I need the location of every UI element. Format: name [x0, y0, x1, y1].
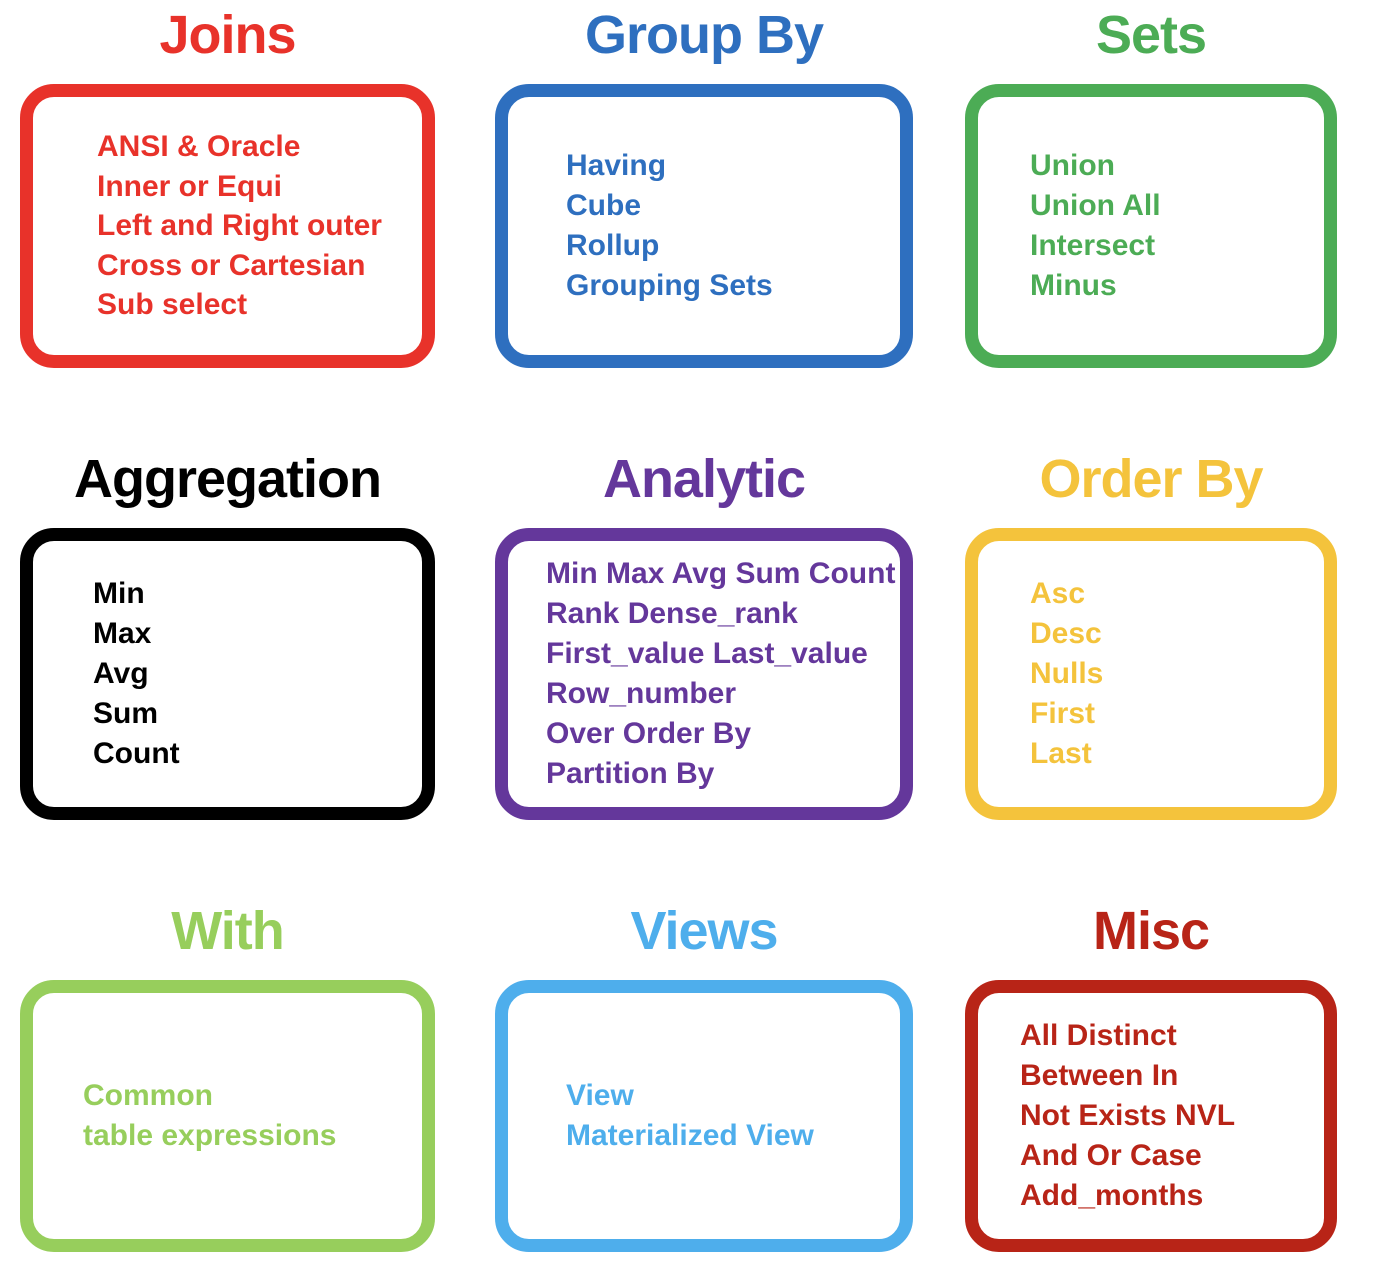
card-box-views: View Materialized View: [495, 980, 913, 1252]
list-item: Common: [83, 1079, 213, 1113]
item-list-analytic: Min Max Avg Sum Count Rank Dense_rank Fi…: [508, 554, 900, 793]
list-item: table expressions: [83, 1119, 337, 1152]
list-item: Asc: [1030, 577, 1086, 611]
card-box-with: Common table expressions: [20, 980, 435, 1252]
card-box-analytic: Min Max Avg Sum Count Rank Dense_rank Fi…: [495, 528, 913, 820]
list-item: Left and Right outer: [97, 209, 382, 243]
card-title-misc: Misc: [1092, 901, 1210, 961]
card-title-views: Views: [630, 901, 778, 961]
list-item: Nulls: [1030, 657, 1104, 691]
list-item: Sum: [93, 696, 159, 730]
card-sets: Sets Union Union All Intersect Minus: [940, 0, 1382, 430]
list-item: Min Max Avg Sum Count: [546, 557, 896, 591]
list-item: Cube: [566, 189, 641, 223]
card-title-group-by: Group By: [584, 5, 824, 65]
list-item: And Or Case: [1020, 1138, 1202, 1172]
item-list-aggregation: Min Max Avg Sum Count: [33, 574, 422, 773]
card-title-sets: Sets: [1095, 5, 1207, 65]
list-item: All Distinct: [1020, 1019, 1177, 1053]
list-item: Over Order By: [546, 716, 752, 750]
card-box-joins: ANSI & Oracle Inner or Equi Left and Rig…: [20, 84, 435, 368]
card-views: Views View Materialized View: [470, 880, 940, 1270]
list-item: ANSI & Oracle: [97, 130, 301, 164]
list-item: Count: [93, 736, 180, 770]
item-list-order-by: Asc Desc Nulls First Last: [978, 574, 1324, 773]
list-item: Union All: [1030, 189, 1161, 223]
list-item: Inner or Equi: [97, 169, 283, 203]
card-order-by: Order By Asc Desc Nulls First Last: [940, 430, 1382, 880]
list-item: Row_number: [546, 677, 737, 710]
card-group-by: Group By Having Cube Rollup Grouping Set…: [470, 0, 940, 430]
card-box-group-by: Having Cube Rollup Grouping Sets: [495, 84, 913, 368]
item-list-group-by: Having Cube Rollup Grouping Sets: [508, 146, 900, 306]
list-item: Min: [93, 577, 145, 611]
card-aggregation: Aggregation Min Max Avg Sum Count: [0, 430, 470, 880]
list-item: Avg: [93, 657, 149, 691]
list-item: First_value Last_value: [546, 637, 868, 671]
item-list-joins: ANSI & Oracle Inner or Equi Left and Rig…: [33, 127, 422, 325]
card-with: With Common table expressions: [0, 880, 470, 1270]
card-title-aggregation: Aggregation: [74, 449, 382, 509]
card-title-analytic: Analytic: [602, 449, 806, 509]
list-item: Grouping Sets: [566, 268, 773, 302]
card-title-joins: Joins: [159, 5, 296, 65]
list-item: Between In: [1020, 1059, 1179, 1093]
list-item: Cross or Cartesian: [97, 248, 366, 282]
list-item: Not Exists NVL: [1020, 1099, 1236, 1133]
list-item: Having: [566, 149, 667, 183]
list-item: Partition By: [546, 756, 715, 790]
item-list-sets: Union Union All Intersect Minus: [978, 146, 1324, 306]
card-box-aggregation: Min Max Avg Sum Count: [20, 528, 435, 820]
card-box-misc: All Distinct Between In Not Exists NVL A…: [965, 980, 1337, 1252]
card-joins: Joins ANSI & Oracle Inner or Equi Left a…: [0, 0, 470, 430]
card-box-sets: Union Union All Intersect Minus: [965, 84, 1337, 368]
list-item: Minus: [1030, 268, 1117, 302]
item-list-with: Common table expressions: [33, 1076, 422, 1156]
list-item: Desc: [1030, 617, 1102, 651]
item-list-misc: All Distinct Between In Not Exists NVL A…: [978, 1016, 1324, 1215]
list-item: Union: [1030, 149, 1115, 183]
list-item: Rollup: [566, 229, 660, 262]
list-item: View: [566, 1079, 634, 1113]
list-item: First: [1030, 696, 1096, 730]
card-misc: Misc All Distinct Between In Not Exists …: [940, 880, 1382, 1270]
list-item: Materialized View: [566, 1119, 814, 1152]
card-analytic: Analytic Min Max Avg Sum Count Rank Dens…: [470, 430, 940, 880]
list-item: Intersect: [1030, 229, 1156, 262]
list-item: Rank Dense_rank: [546, 597, 798, 631]
list-item: Add_months: [1020, 1178, 1204, 1212]
card-box-order-by: Asc Desc Nulls First Last: [965, 528, 1337, 820]
list-item: Last: [1030, 736, 1092, 770]
item-list-views: View Materialized View: [508, 1076, 900, 1156]
card-title-with: With: [171, 901, 284, 961]
list-item: Sub select: [97, 288, 248, 322]
card-title-order-by: Order By: [1039, 449, 1263, 509]
list-item: Max: [93, 617, 152, 651]
